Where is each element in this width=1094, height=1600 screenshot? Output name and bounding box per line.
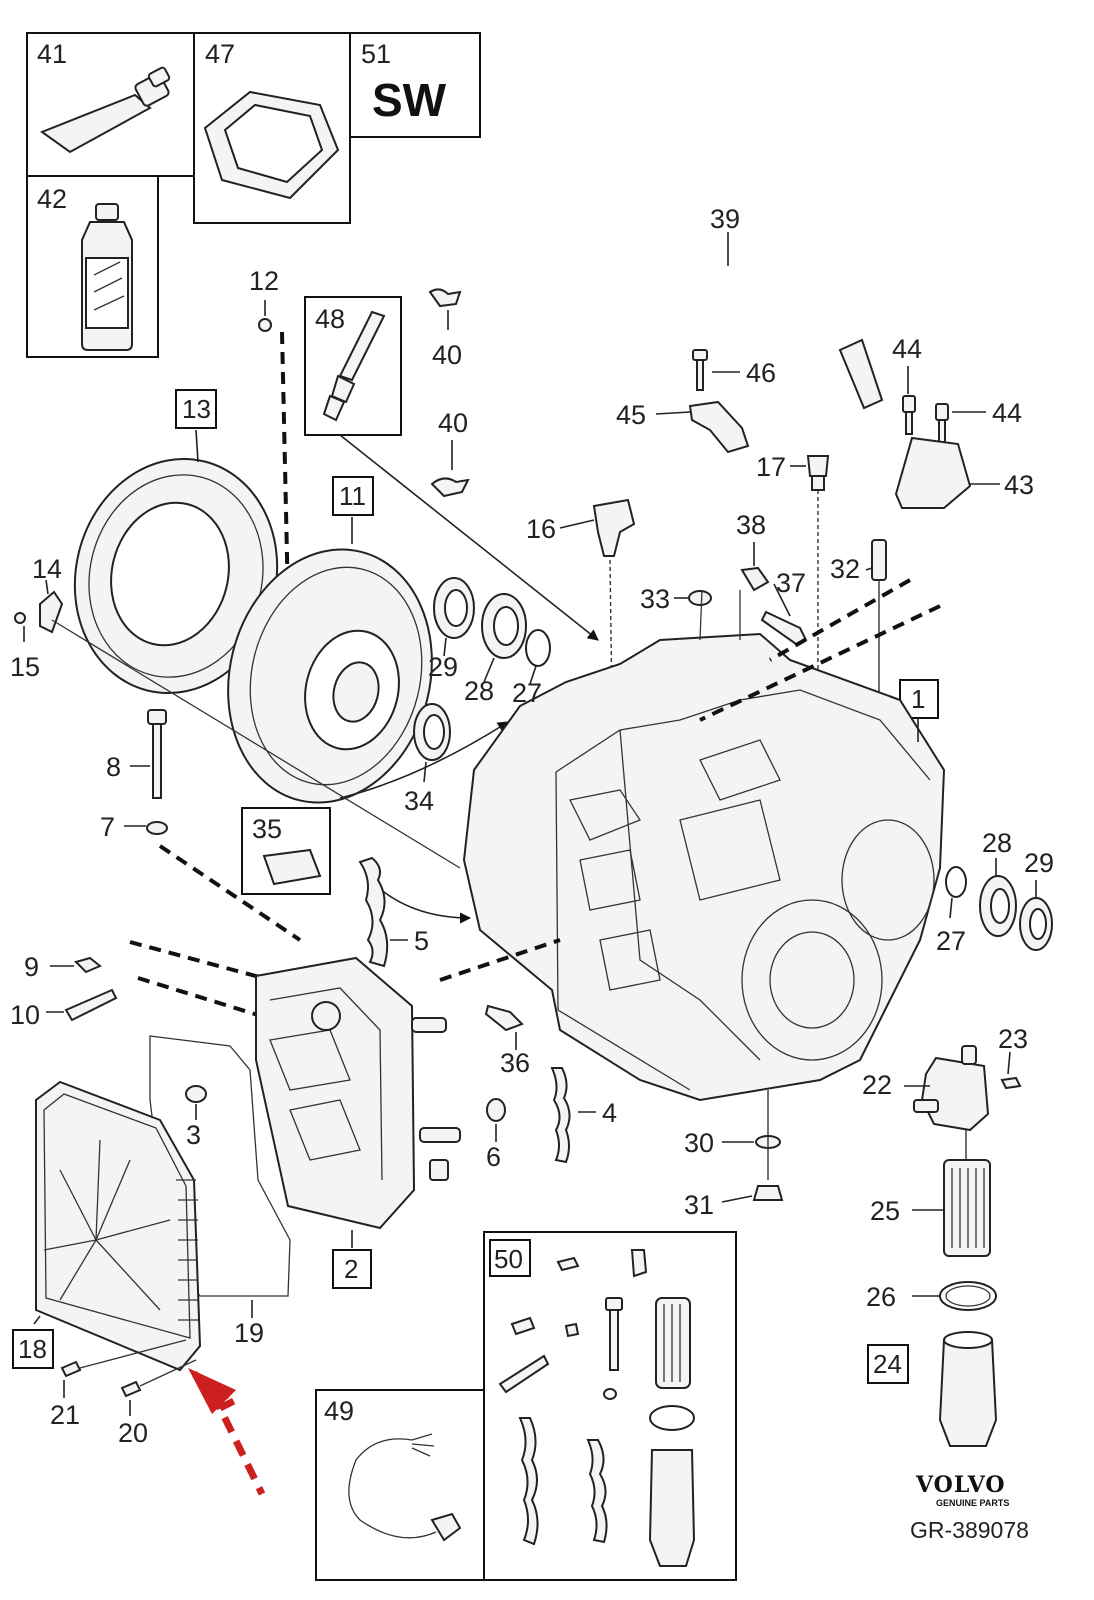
callout-40: 40	[432, 340, 462, 370]
repair-kit-box-50: 50	[483, 1231, 737, 1581]
installation-tool-icon	[322, 310, 386, 422]
callout-23: 23	[998, 1024, 1028, 1054]
gasket-seal-icon	[203, 90, 340, 200]
callout-27: 27	[936, 926, 966, 956]
tool-box-48: 48	[304, 296, 599, 641]
drain-plug	[721, 1090, 784, 1203]
callout-25: 25	[870, 1196, 900, 1226]
callout-19: 19	[234, 1318, 264, 1348]
box-label-42: 42	[37, 184, 67, 214]
callout-36: 36	[500, 1048, 530, 1078]
lower-hardware	[46, 956, 596, 1416]
flex-plate	[73, 429, 279, 695]
callout-39: 39	[710, 204, 740, 234]
callout-20: 20	[118, 1418, 148, 1448]
box-label-13: 13	[182, 394, 211, 424]
highlight-arrow	[188, 1368, 266, 1496]
callout-45: 45	[616, 400, 646, 430]
callout-5: 5	[414, 926, 429, 956]
callout-6: 6	[486, 1142, 501, 1172]
sleeve-box-35: 35	[241, 807, 472, 968]
box-label-48: 48	[315, 304, 345, 334]
oil-pan	[33, 1080, 202, 1372]
bolt-washer	[124, 709, 302, 942]
volvo-logo: VOLVO	[915, 1472, 1006, 1498]
callout-34: 34	[404, 786, 434, 816]
box-label-35: 35	[252, 814, 282, 844]
diagram-reference-number: GR-389078	[910, 1517, 1029, 1543]
transmission-housing	[462, 589, 946, 1102]
callout-9: 9	[24, 952, 39, 982]
callout-29: 29	[1024, 848, 1054, 878]
box-label-41: 41	[37, 39, 67, 69]
callout-32: 32	[830, 554, 860, 584]
torque-converter	[227, 517, 509, 804]
callout-10: 10	[10, 1000, 40, 1030]
oil-filter-assembly	[904, 1045, 1022, 1447]
callout-4: 4	[602, 1098, 617, 1128]
callout-40: 40	[438, 408, 468, 438]
output-seals	[945, 858, 1053, 951]
box-label-49: 49	[324, 1396, 354, 1426]
callout-37: 37	[776, 568, 806, 598]
callout-29: 29	[428, 652, 458, 682]
hose-clip-icon	[428, 288, 462, 308]
callout-28: 28	[464, 676, 494, 706]
valve-body	[255, 956, 461, 1248]
callout-labels: 12 39 40 40 46 44 44 45 43 17 16 38 37 3…	[10, 204, 1054, 1448]
dowel-clip	[14, 579, 461, 869]
breather-hose	[421, 183, 884, 498]
callout-31: 31	[684, 1190, 714, 1220]
callout-7: 7	[100, 812, 115, 842]
callout-15: 15	[10, 652, 40, 682]
sw-marking: SW	[372, 74, 447, 126]
callout-44: 44	[992, 398, 1022, 428]
callout-46: 46	[746, 358, 776, 388]
box-label-24: 24	[873, 1349, 902, 1379]
callout-17: 17	[756, 452, 786, 482]
callout-26: 26	[866, 1282, 896, 1312]
genuine-parts-text: GENUINE PARTS	[936, 1498, 1009, 1508]
callout-33: 33	[640, 584, 670, 614]
callout-16: 16	[526, 514, 556, 544]
callout-28: 28	[982, 828, 1012, 858]
box-label-50: 50	[494, 1244, 523, 1274]
fluid-bottle-icon	[81, 203, 133, 351]
callout-3: 3	[186, 1120, 201, 1150]
callout-44: 44	[892, 334, 922, 364]
hose-clip-icon	[430, 477, 470, 498]
callout-21: 21	[50, 1400, 80, 1430]
box-label-18: 18	[18, 1334, 47, 1364]
sealant-tube-icon	[39, 66, 171, 154]
box-label-2: 2	[344, 1254, 358, 1284]
box-label-11: 11	[339, 481, 366, 511]
box-label-51: 51	[361, 39, 391, 69]
callout-8: 8	[106, 752, 121, 782]
callout-14: 14	[32, 554, 62, 584]
harness-box-49: 49	[315, 1389, 485, 1581]
callout-38: 38	[736, 510, 766, 540]
box-label-47: 47	[205, 39, 235, 69]
callout-43: 43	[1004, 470, 1034, 500]
callout-30: 30	[684, 1128, 714, 1158]
brand-block: VOLVO GENUINE PARTS GR-389078	[910, 1472, 1029, 1543]
callout-22: 22	[862, 1070, 892, 1100]
consumables-panel: 41 47 51 SW 42	[26, 32, 481, 358]
upper-hardware	[258, 300, 1000, 720]
boxed-numbers: 13 11 1 2 18 24	[12, 389, 939, 1384]
callout-27: 27	[512, 678, 542, 708]
input-seals	[413, 577, 551, 783]
callout-12: 12	[249, 266, 279, 296]
box-label-1: 1	[911, 684, 925, 714]
